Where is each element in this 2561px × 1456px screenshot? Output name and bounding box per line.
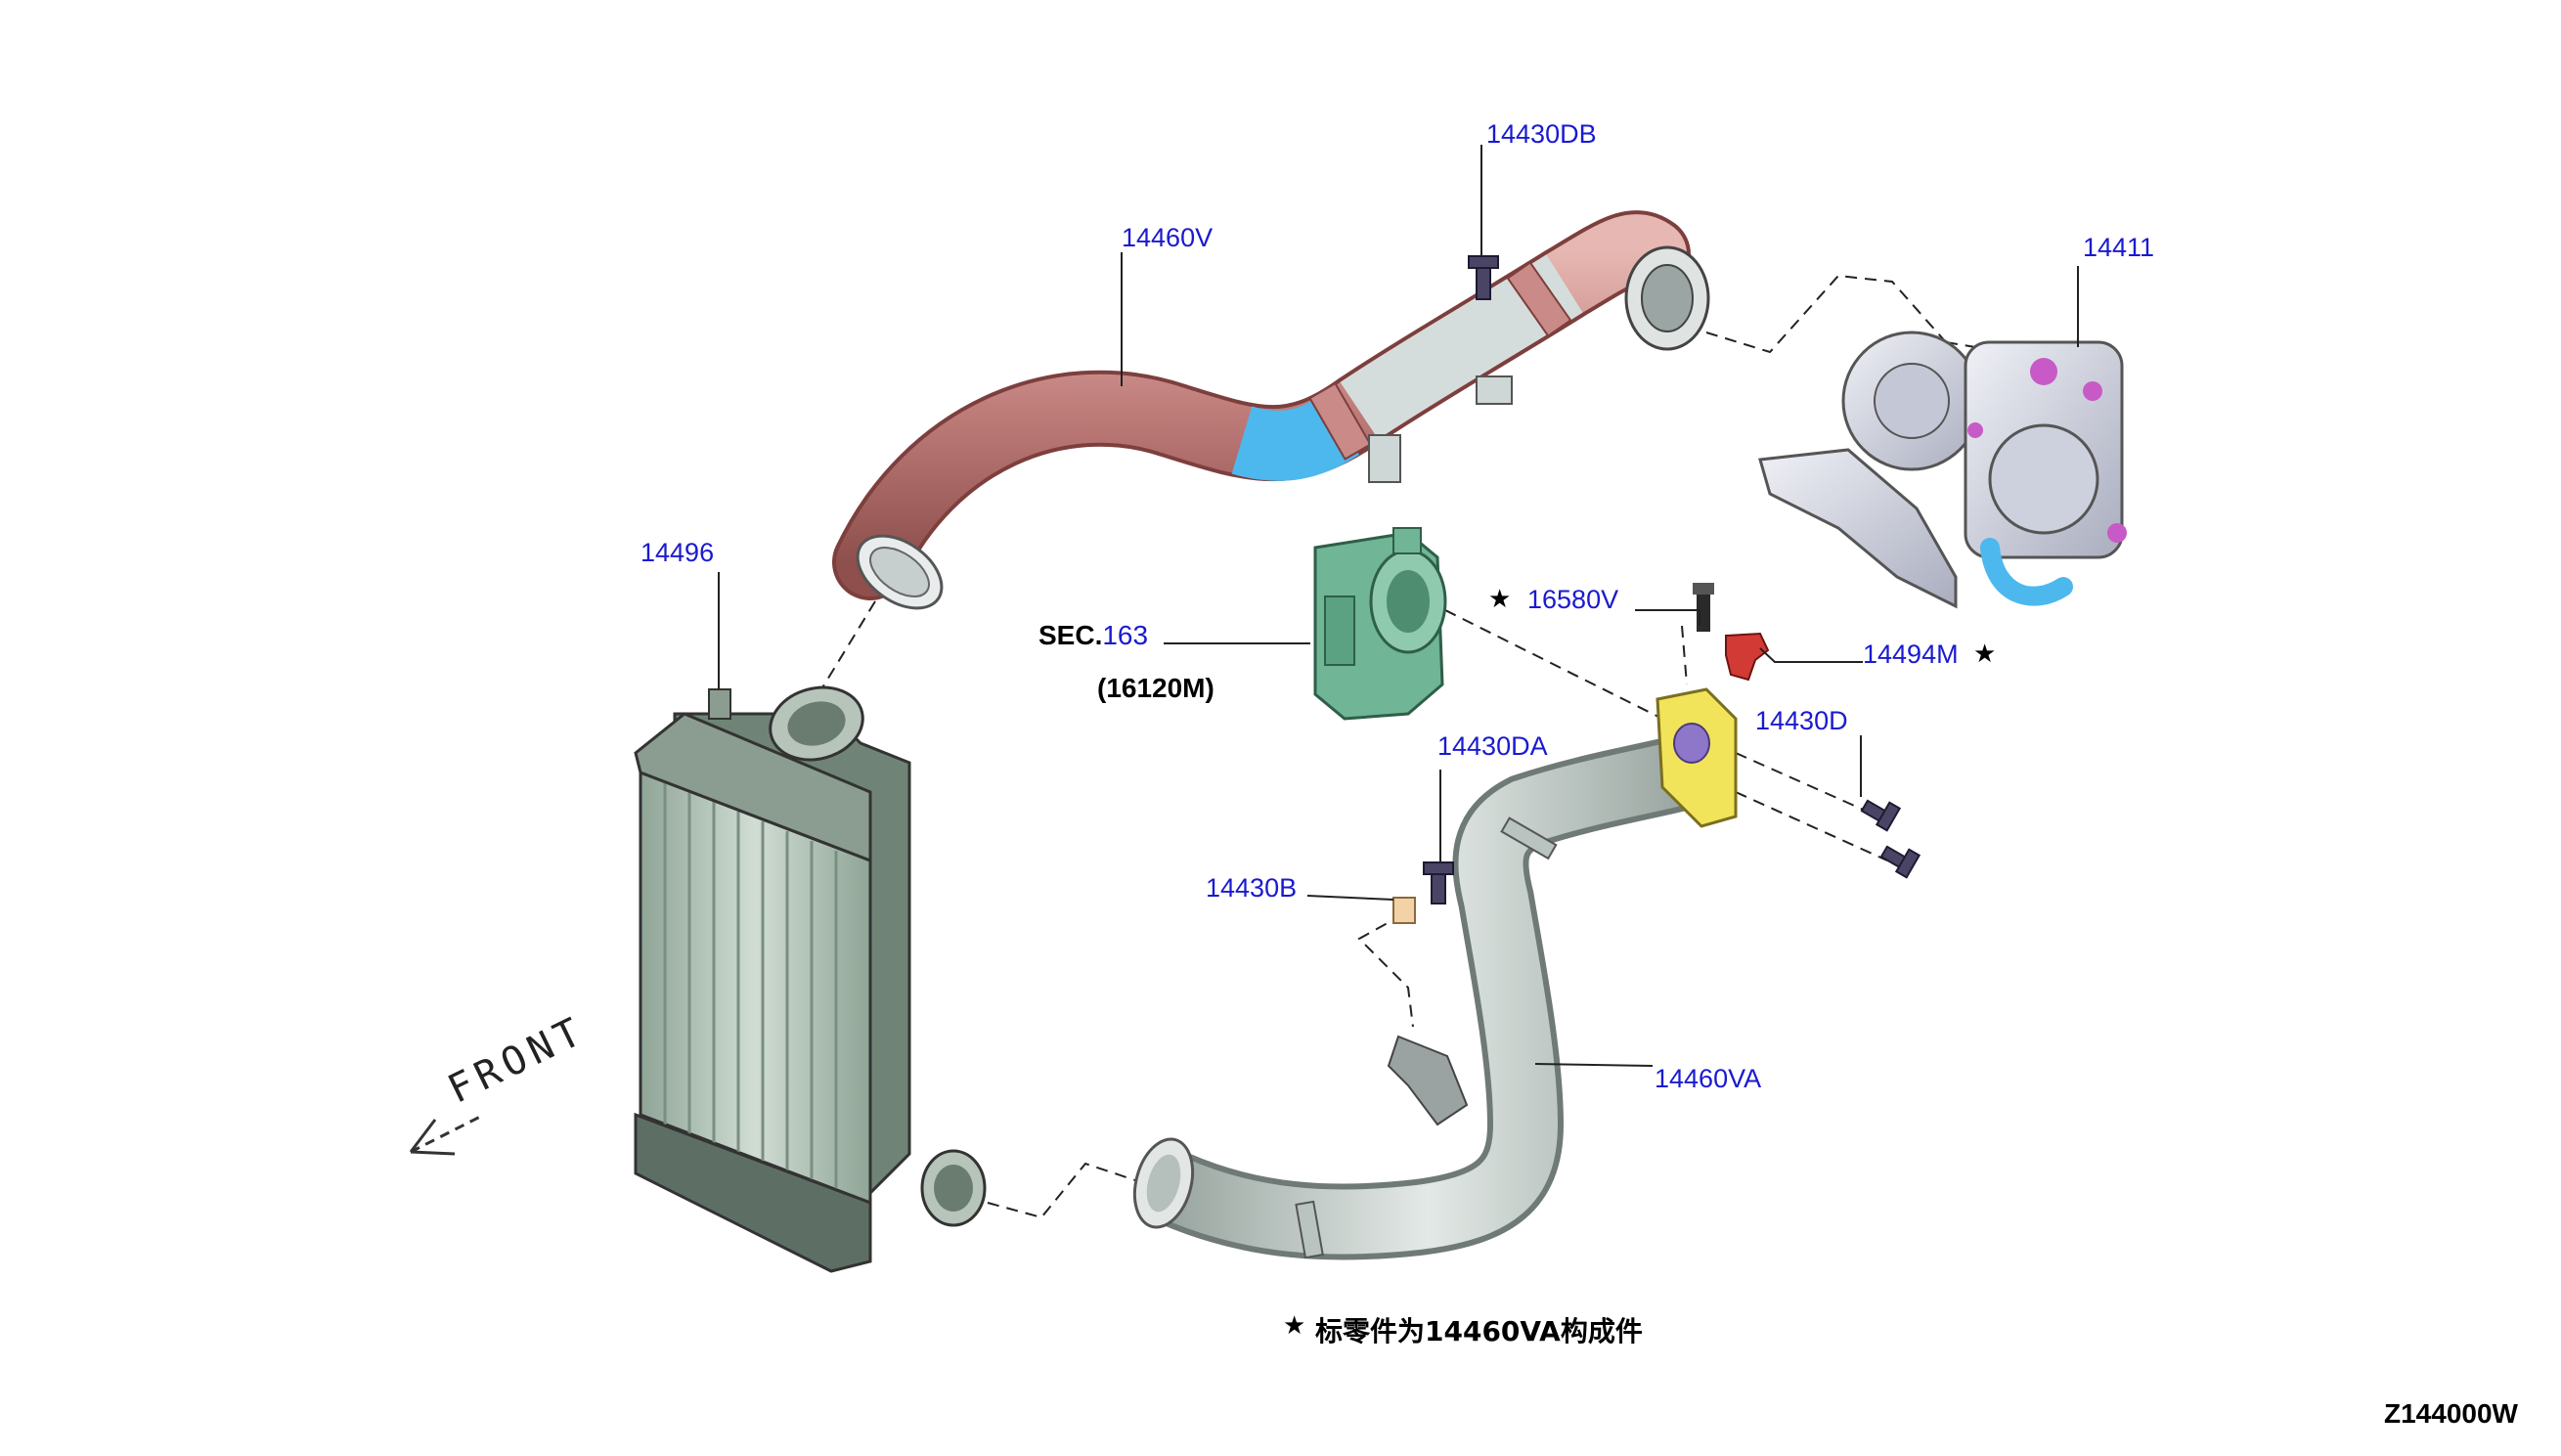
dash-cooler-lower (987, 1162, 1145, 1219)
section-part-number: (16120M) (1097, 673, 1214, 703)
temp-sensor (1693, 583, 1714, 632)
bolt-14430DA (1423, 861, 1454, 904)
clip-14430B (1392, 897, 1416, 924)
callout-14411[interactable]: 14411 (2083, 233, 2155, 262)
turbocharger (1758, 331, 2127, 609)
star-marker-16580V: ★ (1488, 585, 1512, 614)
diagram-code: Z144000W (2384, 1398, 2518, 1429)
dash-bolt-1 (1735, 752, 1869, 813)
sensor-bracket (1656, 687, 1738, 828)
callout-14430D[interactable]: 14430D (1755, 706, 1848, 735)
leader-14460VA (1534, 1063, 1654, 1067)
callout-14494M[interactable]: 14494M (1863, 640, 1959, 669)
section-number: 163 (1102, 620, 1149, 650)
bolt-14430D-2 (1879, 845, 1921, 879)
callout-14430B[interactable]: 14430B (1206, 873, 1298, 903)
callout-14460VA[interactable]: 14460VA (1655, 1064, 1762, 1093)
leader-lines (718, 145, 2079, 1067)
upper-charge-tube (832, 210, 1710, 610)
callout-14496[interactable]: 14496 (640, 538, 715, 567)
footnote-text: 标零件为14460VA构成件 (1315, 1315, 1643, 1347)
intercooler (634, 685, 987, 1273)
leader-14430B (1306, 895, 1394, 901)
callout-16580V[interactable]: 16580V (1527, 585, 1619, 614)
section-reference[interactable]: SEC.163 (1038, 622, 1148, 649)
dash-sensor (1681, 625, 1688, 685)
leader-16580V (1635, 609, 1700, 626)
callout-14460V[interactable]: 14460V (1122, 223, 1214, 252)
bolt-14430D-1 (1860, 799, 1902, 832)
callout-14430DA[interactable]: 14430DA (1437, 731, 1548, 761)
dash-throttle (1427, 600, 1673, 725)
dash-cooler-upper (820, 600, 876, 690)
star-marker-14494M: ★ (1973, 640, 1997, 669)
front-arrow (409, 1113, 485, 1156)
dash-turbo (1705, 274, 1947, 354)
dash-bolt-2 (1735, 791, 1888, 861)
footnote-star: ★ (1283, 1311, 1306, 1341)
dash-clip (1357, 913, 1414, 1028)
section-prefix: SEC. (1038, 620, 1103, 650)
bolt-14430DB (1468, 255, 1499, 300)
assembly-dash-lines (820, 274, 2006, 1219)
leader-14494M (1759, 647, 1863, 663)
pressure-sensor (1725, 632, 1770, 682)
throttle-body (1313, 527, 1447, 721)
callout-14430DB[interactable]: 14430DB (1486, 119, 1597, 149)
lower-charge-tube (1132, 734, 1720, 1260)
bolts (1423, 255, 1921, 904)
